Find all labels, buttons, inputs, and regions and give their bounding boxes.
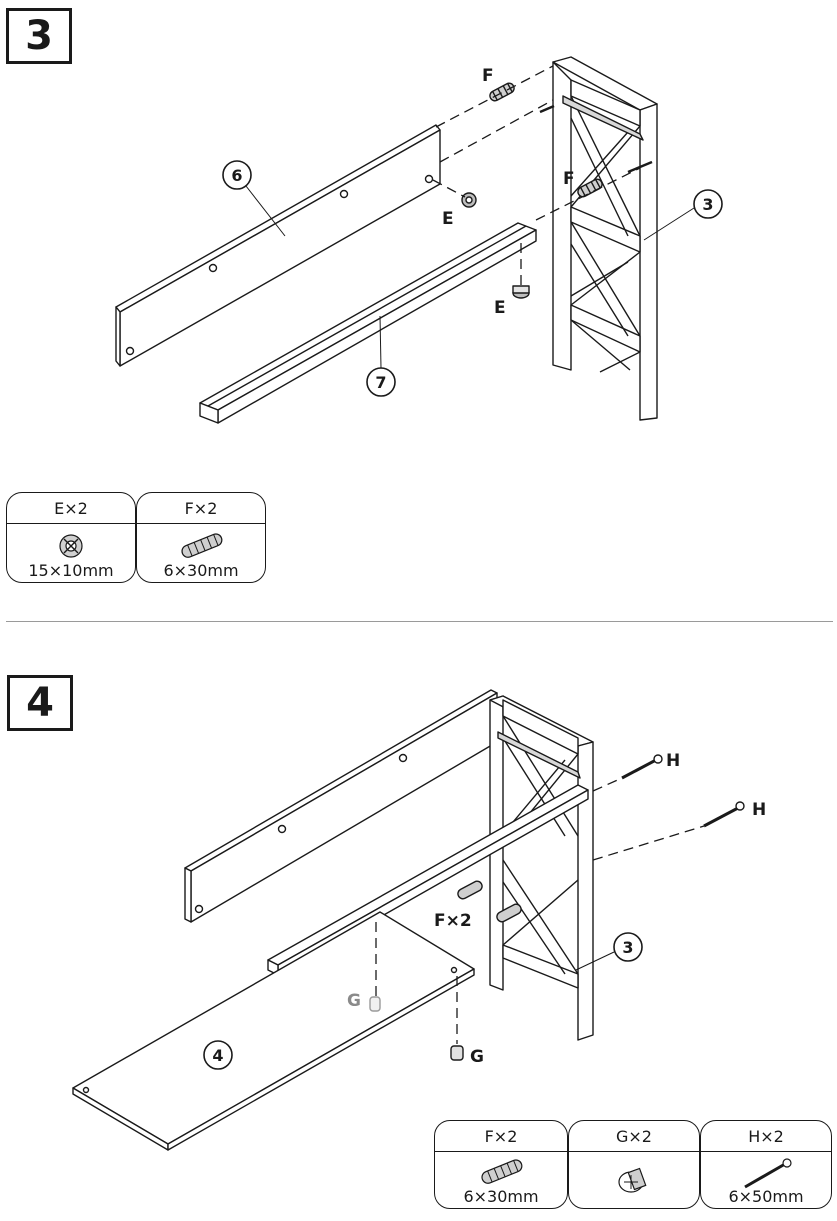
cam-lock-e-bottom — [512, 285, 530, 299]
part-size-e: 15×10mm — [28, 561, 114, 580]
callout-7-label: 7 — [375, 373, 386, 392]
callout-circle-3 — [613, 932, 643, 962]
part-size-f: 6×30mm — [463, 1187, 539, 1206]
part-qty-e: E×2 — [7, 493, 135, 524]
label-e-bottom: E — [494, 298, 506, 318]
label-f-top: F — [482, 66, 494, 86]
cam-lock-e-left — [461, 192, 477, 208]
top-rail — [267, 784, 589, 976]
bolt-h-mid — [703, 801, 745, 828]
step-3-parts-table: E×2 15×10mm F×2 6×30mm — [6, 492, 266, 583]
dowel-f-mid — [577, 178, 603, 198]
bolt-icon — [744, 1158, 792, 1189]
wood-dowel-icon — [181, 533, 223, 558]
wood-dowel-icon — [481, 1159, 523, 1184]
part-size-f: 6×30mm — [163, 561, 239, 580]
section-divider — [6, 621, 833, 622]
label-h-mid: H — [752, 800, 766, 820]
cam-barrel-icon — [618, 1167, 647, 1193]
dowel-f-lower — [496, 903, 522, 923]
step-3-number: 3 — [6, 8, 72, 64]
bolt-h-top — [621, 754, 663, 780]
shelf-part-4 — [72, 911, 475, 1151]
panel-part-6 — [115, 124, 441, 367]
part-cell-f: F×2 6×30mm — [136, 492, 266, 583]
label-e-left: E — [442, 209, 454, 229]
part-size-h: 6×50mm — [728, 1187, 804, 1206]
step-3-illustration: 6 7 3 F F E E — [115, 56, 723, 424]
callout-4-label: 4 — [212, 1046, 223, 1065]
label-f-mid: F — [563, 169, 575, 189]
part-cell-f: F×2 6×30mm — [434, 1120, 568, 1209]
part-qty-f: F×2 — [137, 493, 265, 524]
label-g-front: G — [470, 1047, 484, 1067]
callout-6-label: 6 — [231, 166, 242, 185]
dowel-f-upper — [457, 880, 483, 900]
part-cell-e: E×2 15×10mm — [6, 492, 136, 583]
part-qty-g: G×2 — [569, 1121, 699, 1152]
label-h-top: H — [666, 751, 680, 771]
part-qty-f: F×2 — [435, 1121, 567, 1152]
peg-g-hidden — [369, 996, 381, 1012]
callout-circle-4 — [203, 1040, 233, 1070]
part-cell-g: G×2 — [568, 1120, 700, 1209]
back-panel — [184, 689, 498, 923]
peg-g-front — [450, 1045, 464, 1061]
step-4-number: 4 — [7, 675, 73, 731]
side-frame-part-3 — [552, 56, 658, 421]
side-frame-part-3 — [489, 695, 594, 1041]
callout-3-label: 3 — [702, 195, 713, 214]
callout-3-label: 3 — [622, 938, 633, 957]
label-g-hidden: G — [347, 991, 361, 1011]
part-cell-h: H×2 6×50mm — [700, 1120, 832, 1209]
part-qty-h: H×2 — [701, 1121, 831, 1152]
callout-circle-3 — [693, 189, 723, 219]
rail-part-7 — [199, 222, 537, 424]
cam-lock-icon — [59, 534, 83, 558]
step-4-parts-table: F×2 6×30mm G×2 H×2 — [434, 1120, 832, 1209]
callout-circle-6 — [222, 160, 252, 190]
label-f-x2: F×2 — [434, 911, 472, 931]
